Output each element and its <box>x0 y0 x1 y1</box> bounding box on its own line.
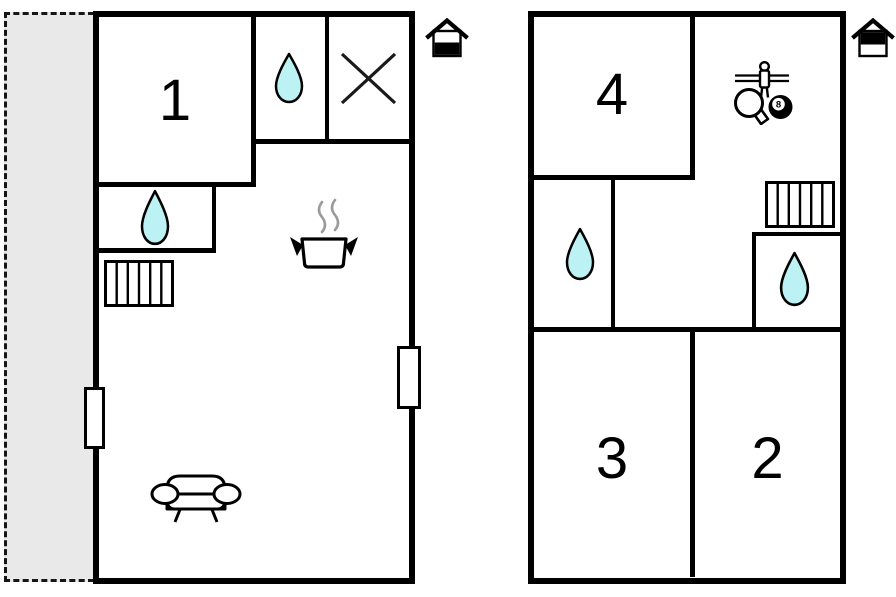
stairs-icon <box>104 260 174 307</box>
games-icons: 8 <box>734 60 793 125</box>
wall <box>251 17 256 187</box>
terrace <box>4 12 94 582</box>
house-upper-floor-icon <box>851 18 895 58</box>
wall <box>690 17 695 180</box>
room-2-label: 2 <box>751 426 784 491</box>
house-ground-floor-icon <box>425 18 469 58</box>
wall <box>752 232 756 327</box>
wall <box>99 248 216 253</box>
sofa-icon <box>150 474 242 523</box>
wall <box>534 175 695 180</box>
wall <box>325 17 329 139</box>
stairs-icon <box>765 181 835 228</box>
water-drop-icon <box>140 189 170 246</box>
svg-text:8: 8 <box>776 100 781 111</box>
table-tennis-paddle-icon <box>734 88 770 125</box>
stove-pot-icon <box>290 198 358 269</box>
foosball-player-icon <box>735 60 789 98</box>
wall <box>611 180 615 327</box>
door-icon <box>84 387 105 449</box>
cross-symbol-icon <box>340 52 397 105</box>
wall <box>212 187 216 253</box>
wall <box>534 327 840 332</box>
water-drop-icon <box>779 251 810 307</box>
wall <box>251 139 409 144</box>
water-drop-icon <box>274 52 304 104</box>
eight-ball-icon: 8 <box>768 95 793 119</box>
window-icon <box>397 346 421 409</box>
room-1-label: 1 <box>158 68 192 133</box>
room-4-label: 4 <box>595 62 629 127</box>
wall <box>752 232 840 236</box>
wall <box>690 332 695 577</box>
water-drop-icon <box>565 227 595 281</box>
room-3-label: 3 <box>595 426 629 491</box>
wall <box>99 182 256 187</box>
